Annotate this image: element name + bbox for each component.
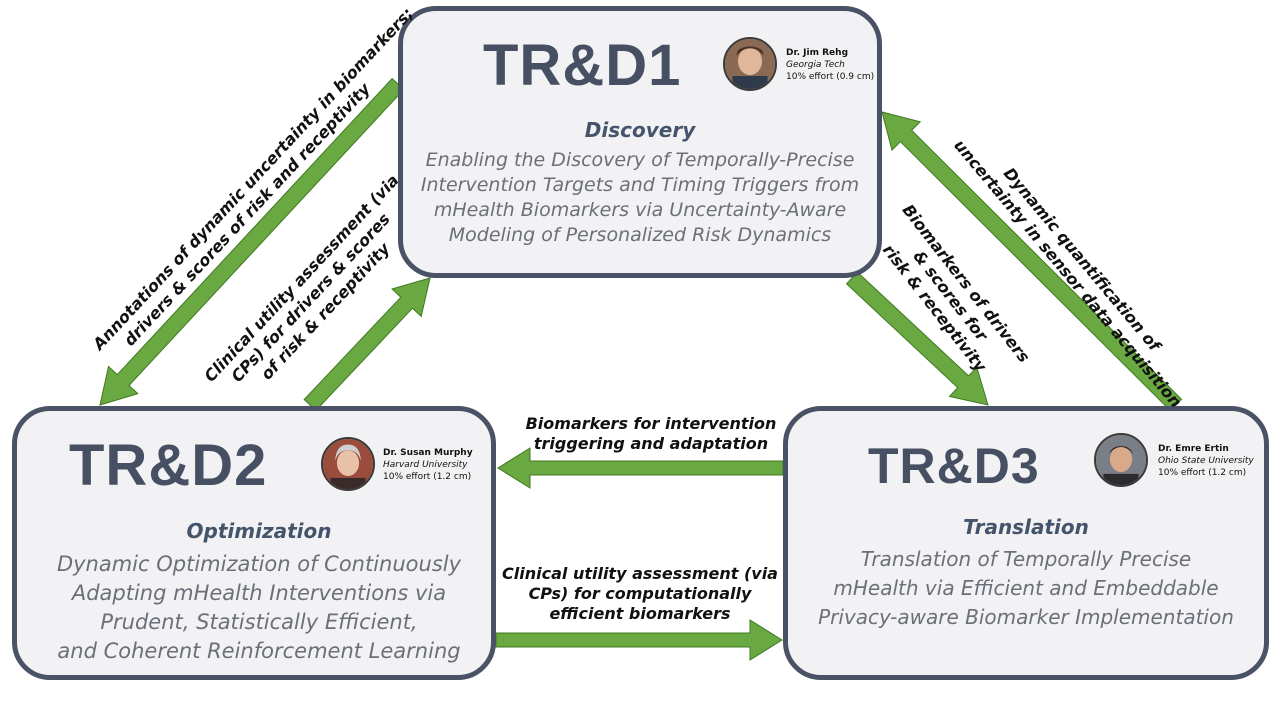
arrow-trd3-to-trd1	[881, 111, 1183, 412]
trd1-title: TR&D1	[483, 33, 682, 98]
flow-label-line: Clinical utility assessment (via	[502, 564, 778, 583]
trd2-pi-name: Dr. Susan Murphy	[383, 448, 473, 458]
trd1-pi-info: Dr. Jim Rehg Georgia Tech 10% effort (0.…	[786, 47, 874, 83]
trd1-description-line: Enabling the Discovery of Temporally-Pre…	[425, 149, 855, 171]
trd3-description: Translation of Temporally Precise mHealt…	[788, 545, 1264, 632]
arrow-trd2-to-trd1	[303, 277, 431, 412]
trd2-subtitle: Optimization	[186, 519, 332, 543]
arrow-trd2-to-trd3	[495, 619, 783, 661]
trd3-description-line: Privacy-aware Biomarker Implementation	[818, 605, 1234, 629]
arrow-trd3-to-trd2	[497, 447, 784, 489]
arrow-trd1-to-trd2	[99, 77, 405, 406]
trd3-box: TR&D3 Dr. Emre Ertin Ohio State Universi…	[783, 406, 1269, 680]
trd1-box: TR&D1 Dr. Jim Rehg Georgia Tech 10% effo…	[398, 6, 882, 278]
trd3-title: TR&D3	[868, 438, 1040, 494]
trd3-subtitle: Translation	[963, 515, 1089, 539]
arrow-trd1-to-trd3	[845, 271, 989, 406]
trd1-description-line: Modeling of Personalized Risk Dynamics	[448, 224, 832, 246]
trd1-pi-avatar	[723, 37, 777, 91]
flow-label-trd2-to-trd3: Clinical utility assessment (via CPs) fo…	[500, 564, 780, 624]
trd2-description: Dynamic Optimization of Continuously Ada…	[17, 550, 501, 666]
trd2-box: TR&D2 Dr. Susan Murphy Harvard Universit…	[12, 406, 496, 680]
trd2-pi-institution: Harvard University	[383, 460, 468, 471]
flow-label-line: efficient biomarkers	[549, 604, 731, 623]
trd1-subtitle: Discovery	[584, 118, 696, 142]
flow-label-trd3-to-trd2: Biomarkers for intervention triggering a…	[516, 414, 786, 454]
trd3-pi-institution: Ohio State University	[1158, 456, 1254, 467]
trd3-description-line: mHealth via Efficient and Embeddable	[833, 576, 1219, 600]
trd1-description: Enabling the Discovery of Temporally-Pre…	[403, 148, 877, 248]
trd1-pi-institution: Georgia Tech	[786, 60, 845, 71]
trd2-description-line: Dynamic Optimization of Continuously	[56, 552, 462, 576]
trd3-pi-effort: 10% effort (1.2 cm)	[1158, 468, 1247, 479]
trd2-pi-effort: 10% effort (1.2 cm)	[383, 472, 472, 483]
trd2-description-line: Prudent, Statistically Efficient,	[100, 610, 418, 634]
trd1-description-line: Intervention Targets and Timing Triggers…	[420, 174, 860, 196]
trd3-pi-info: Dr. Emre Ertin Ohio State University 10%…	[1158, 443, 1254, 479]
flow-label-line: Biomarkers for intervention	[525, 414, 777, 433]
trd2-pi-info: Dr. Susan Murphy Harvard University 10% …	[383, 447, 473, 483]
trd1-description-line: mHealth Biomarkers via Uncertainty-Aware	[433, 199, 847, 221]
trd3-pi-name: Dr. Emre Ertin	[1158, 444, 1229, 454]
flow-label-line: triggering and adaptation	[533, 434, 769, 453]
trd1-pi-name: Dr. Jim Rehg	[786, 48, 849, 58]
trd2-description-line: and Coherent Reinforcement Learning	[57, 639, 461, 663]
trd1-pi-effort: 10% effort (0.9 cm)	[786, 72, 875, 83]
flow-label-line: CPs) for computationally	[528, 584, 752, 603]
trd2-description-line: Adapting mHealth Interventions via	[71, 581, 447, 605]
trd3-pi-avatar	[1094, 433, 1148, 487]
trd3-description-line: Translation of Temporally Precise	[860, 547, 1192, 571]
trd2-pi-avatar	[321, 437, 375, 491]
trd2-title: TR&D2	[69, 433, 268, 498]
